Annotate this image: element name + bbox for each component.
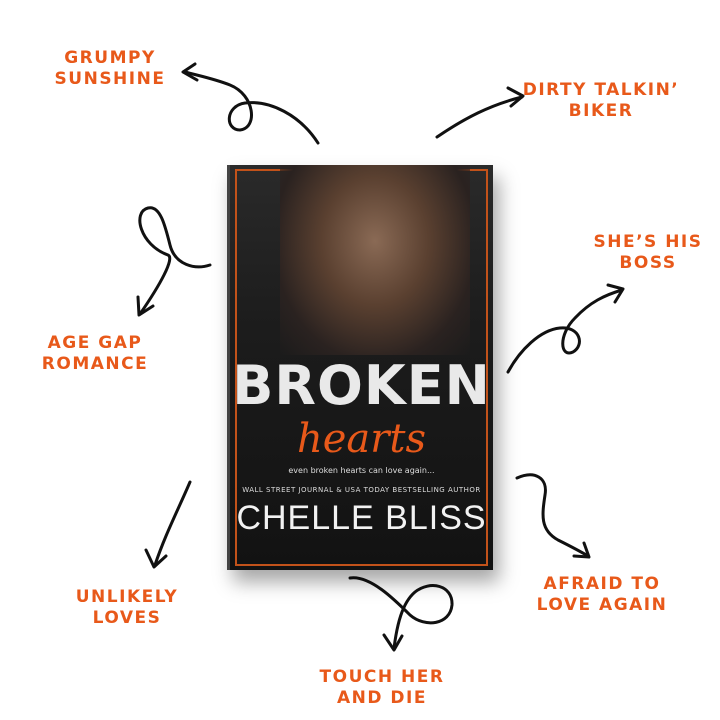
author-name: CHELLE BLISS: [236, 499, 487, 537]
trope-line: LOVE AGAIN: [536, 595, 668, 615]
trope-line: AGE GAP: [47, 333, 143, 353]
book-title-script: hearts: [296, 416, 426, 462]
trope-dirty-talkin-biker: DIRTY TALKIN’BIKER: [523, 80, 680, 122]
trope-line: SHE’S HIS: [593, 232, 703, 252]
trope-line: ROMANCE: [41, 354, 149, 374]
book-title: BROKEN: [232, 354, 491, 417]
trope-line: AND DIE: [337, 688, 427, 708]
trope-line: AFRAID TO: [543, 574, 661, 594]
trope-line: DIRTY TALKIN’: [522, 80, 680, 100]
author-byline: WALL STREET JOURNAL & USA TODAY BESTSELL…: [242, 486, 481, 494]
trope-line: SUNSHINE: [54, 69, 166, 89]
arrow-afraid-icon: [515, 473, 591, 559]
arrow-touch-icon: [348, 576, 454, 652]
trope-line: UNLIKELY: [75, 587, 179, 607]
trope-line: LOVES: [92, 608, 162, 628]
trope-line: BIKER: [568, 101, 634, 121]
arrow-agegap-icon: [136, 206, 212, 317]
trope-line: GRUMPY: [64, 48, 156, 68]
book-tagline: even broken hearts can love again...: [288, 466, 435, 475]
book-cover: BROKEN hearts even broken hearts can lov…: [227, 165, 493, 570]
trope-line: BOSS: [619, 253, 677, 273]
arrow-unlikely-icon: [144, 480, 192, 569]
trope-line: TOUCH HER: [319, 667, 445, 687]
cover-model-image: [280, 165, 470, 355]
arrow-boss-icon: [506, 283, 625, 374]
arrow-biker-icon: [435, 86, 525, 139]
arrow-grumpy-icon: [181, 62, 320, 145]
